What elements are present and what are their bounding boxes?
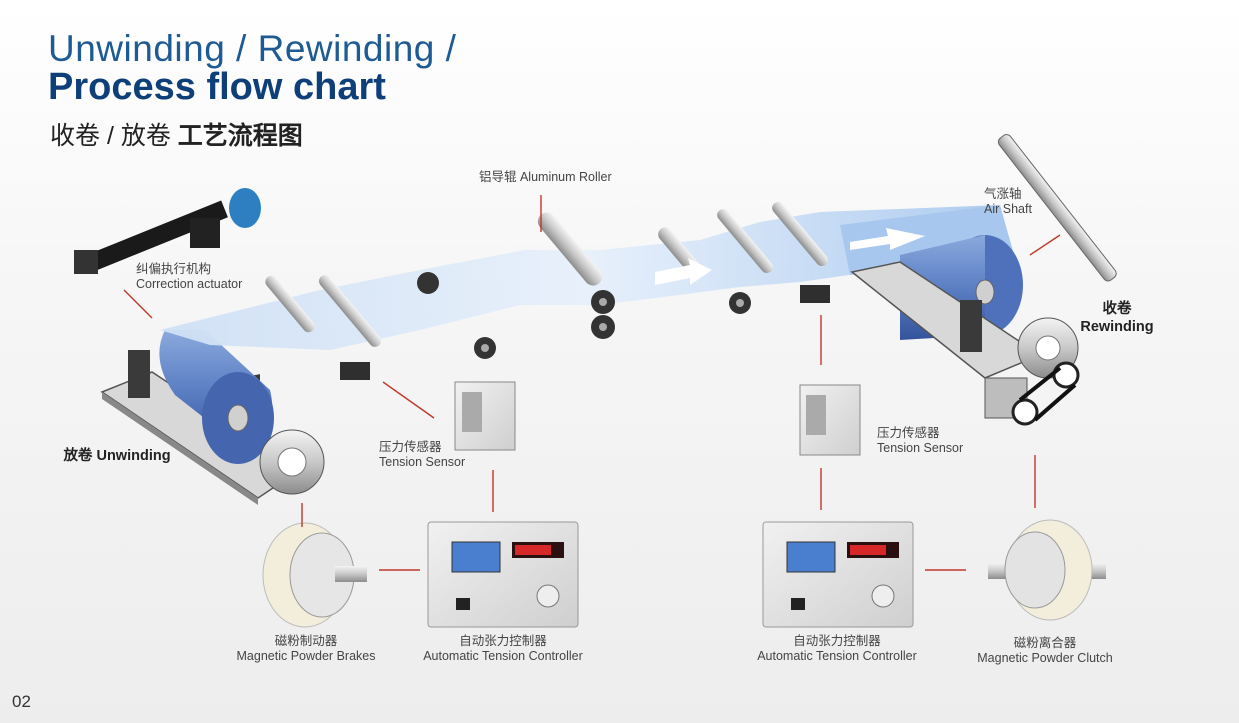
label-controller-left-en: Automatic Tension Controller [423, 649, 583, 663]
label-air-shaft: 气涨轴 Air Shaft [984, 187, 1032, 217]
label-air-shaft-en: Air Shaft [984, 202, 1032, 216]
label-controller-left: 自动张力控制器 Automatic Tension Controller [410, 634, 596, 664]
label-tension-sensor-left-en: Tension Sensor [379, 455, 466, 469]
page-number: 02 [12, 692, 31, 711]
powder-clutch-device [988, 519, 1106, 621]
unwind-roll [159, 330, 274, 464]
label-powder-clutch-cn: 磁粉离合器 [1013, 636, 1077, 650]
flow-arrows [655, 228, 925, 285]
label-tension-sensor-right-cn: 压力传感器 [877, 426, 940, 440]
tension-sensor-left-device [454, 381, 516, 451]
label-tension-sensor-left: 压力传感器 Tension Sensor [379, 440, 465, 470]
subtitle-cn-bold: 工艺流程图 [177, 122, 303, 150]
label-unwinding-en: Unwinding [96, 448, 171, 464]
label-powder-clutch: 磁粉离合器 Magnetic Powder Clutch [966, 636, 1124, 666]
label-correction-actuator-cn: 纠偏执行机构 [136, 262, 212, 276]
label-controller-right-en: Automatic Tension Controller [757, 649, 917, 663]
label-powder-brake-en: Magnetic Powder Brakes [236, 649, 376, 663]
air-shaft [997, 134, 1117, 282]
label-rewinding: 收卷 Rewinding [1064, 300, 1170, 336]
tension-sensor-right-device [799, 384, 861, 456]
controller-right-device [762, 521, 914, 628]
title-line-1: Unwinding / Rewinding / [48, 28, 457, 69]
powder-brake-device [262, 522, 367, 628]
label-unwinding: 放卷 Unwinding [62, 447, 172, 465]
label-powder-brake: 磁粉制动器 Magnetic Powder Brakes [226, 634, 386, 664]
unwind-brake-disc [259, 429, 325, 495]
label-powder-clutch-en: Magnetic Powder Clutch [977, 651, 1113, 665]
label-correction-actuator: 纠偏执行机构 Correction actuator [136, 262, 242, 292]
label-rewinding-cn: 收卷 [1102, 301, 1132, 317]
label-rewinding-en: Rewinding [1080, 319, 1154, 335]
label-tension-sensor-left-cn: 压力传感器 [379, 440, 442, 454]
label-tension-sensor-right-en: Tension Sensor [877, 441, 964, 455]
label-controller-left-cn: 自动张力控制器 [459, 634, 547, 648]
rewind-pulley [1011, 317, 1080, 426]
label-correction-actuator-en: Correction actuator [136, 277, 243, 291]
label-unwinding-cn: 放卷 [63, 448, 93, 464]
label-air-shaft-cn: 气涨轴 [984, 187, 1022, 201]
correction-actuator [74, 188, 261, 274]
subtitle-cn: 收卷 / 放卷 工艺流程图 [50, 116, 303, 152]
label-aluminum-roller: 铝导辊 Aluminum Roller [479, 170, 612, 184]
subtitle-cn-prefix: 收卷 / 放卷 [50, 122, 178, 150]
controller-left-device [427, 521, 579, 628]
label-controller-right-cn: 自动张力控制器 [793, 634, 881, 648]
rewind-stand [850, 261, 1042, 419]
connector-lines [123, 195, 1061, 571]
label-tension-sensor-right: 压力传感器 Tension Sensor [877, 426, 963, 456]
title-line-2: Process flow chart [48, 66, 386, 108]
label-controller-right: 自动张力控制器 Automatic Tension Controller [744, 634, 930, 664]
guide-rollers [265, 201, 830, 380]
label-powder-brake-cn: 磁粉制动器 [274, 634, 338, 648]
